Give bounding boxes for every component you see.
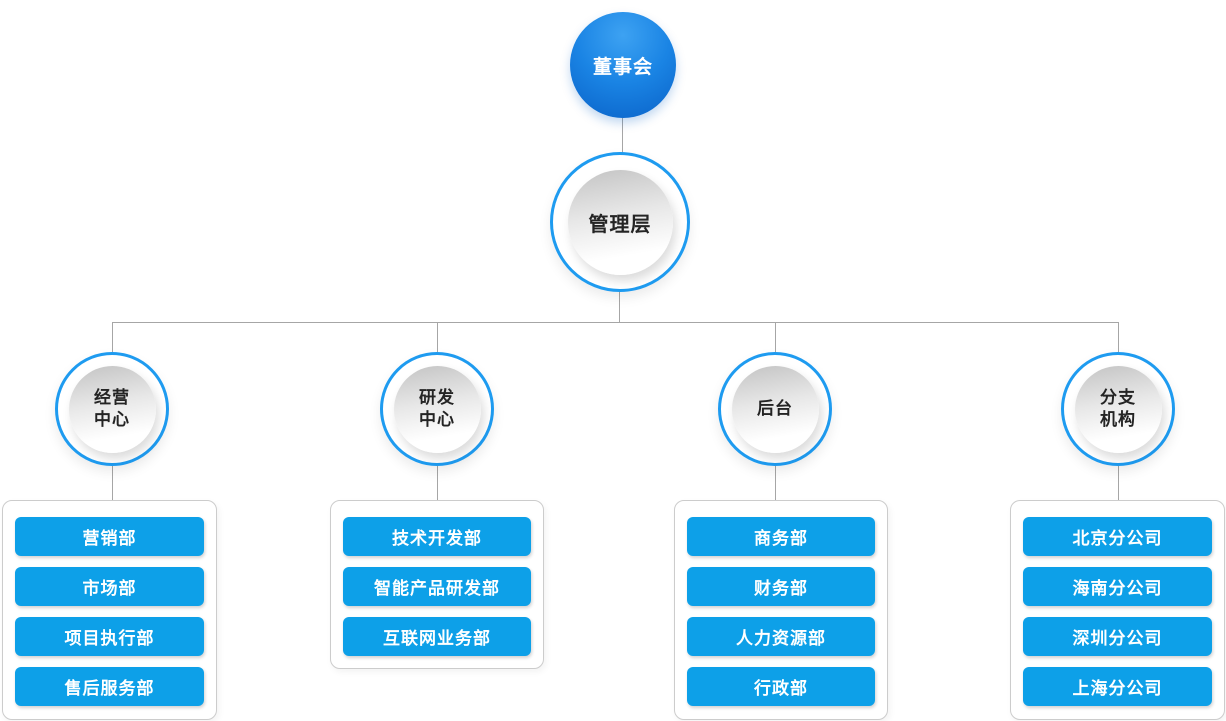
node-management[interactable]: 管理层: [550, 152, 690, 292]
connector-branch-2-to-box: [437, 466, 438, 500]
node-rd-center-label-line2: 中心: [419, 410, 455, 429]
node-board-label: 董事会: [592, 56, 653, 78]
dept-button-marketing[interactable]: 营销部: [15, 517, 204, 556]
dept-button-shenzhen-branch[interactable]: 深圳分公司: [1023, 617, 1212, 656]
node-back-office-label-line1: 后台: [757, 399, 793, 418]
dept-group-operations: 营销部 市场部 项目执行部 售后服务部: [2, 500, 217, 720]
dept-group-branch-offices: 北京分公司 海南分公司 深圳分公司 上海分公司: [1010, 500, 1225, 720]
dept-button-tech-development[interactable]: 技术开发部: [343, 517, 531, 556]
dept-button-beijing-branch[interactable]: 北京分公司: [1023, 517, 1212, 556]
dept-button-project-execution[interactable]: 项目执行部: [15, 617, 204, 656]
node-branch-offices-label-line2: 机构: [1100, 410, 1136, 429]
node-management-label: 管理层: [588, 213, 652, 236]
dept-button-internet-business[interactable]: 互联网业务部: [343, 617, 531, 656]
dept-button-after-sales[interactable]: 售后服务部: [15, 667, 204, 706]
connector-branch-1-to-box: [112, 466, 113, 500]
node-rd-center-face: 研发 中心: [393, 365, 481, 453]
node-operations-center[interactable]: 经营 中心: [55, 352, 169, 466]
node-branch-offices-face: 分支 机构: [1074, 365, 1162, 453]
node-operations-center-label-line2: 中心: [94, 410, 130, 429]
connector-drop-branch-2: [437, 322, 438, 352]
node-branch-offices-label-line1: 分支: [1100, 388, 1136, 407]
dept-button-human-resources[interactable]: 人力资源部: [687, 617, 875, 656]
node-rd-center-label-line1: 研发: [419, 388, 455, 407]
node-branch-offices[interactable]: 分支 机构: [1061, 352, 1175, 466]
connector-branch-4-to-box: [1118, 466, 1119, 500]
dept-button-hainan-branch[interactable]: 海南分公司: [1023, 567, 1212, 606]
node-operations-center-face: 经营 中心: [68, 365, 156, 453]
dept-button-administration[interactable]: 行政部: [687, 667, 875, 706]
dept-button-market[interactable]: 市场部: [15, 567, 204, 606]
connector-drop-branch-3: [775, 322, 776, 352]
node-rd-center[interactable]: 研发 中心: [380, 352, 494, 466]
connector-horizontal-rail: [112, 322, 1118, 323]
node-operations-center-label-line1: 经营: [94, 388, 130, 407]
dept-group-rd: 技术开发部 智能产品研发部 互联网业务部: [330, 500, 544, 669]
dept-button-commerce[interactable]: 商务部: [687, 517, 875, 556]
connector-management-down: [619, 292, 620, 322]
dept-button-smart-product-rd[interactable]: 智能产品研发部: [343, 567, 531, 606]
node-board-of-directors[interactable]: 董事会: [570, 12, 676, 118]
connector-branch-3-to-box: [775, 466, 776, 500]
dept-group-back-office: 商务部 财务部 人力资源部 行政部: [674, 500, 888, 720]
node-back-office-face: 后台: [731, 365, 819, 453]
connector-drop-branch-1: [112, 322, 113, 352]
connector-root-to-management: [622, 118, 623, 153]
node-management-face: 管理层: [567, 169, 673, 275]
dept-button-finance[interactable]: 财务部: [687, 567, 875, 606]
connector-drop-branch-4: [1118, 322, 1119, 352]
node-back-office[interactable]: 后台: [718, 352, 832, 466]
dept-button-shanghai-branch[interactable]: 上海分公司: [1023, 667, 1212, 706]
